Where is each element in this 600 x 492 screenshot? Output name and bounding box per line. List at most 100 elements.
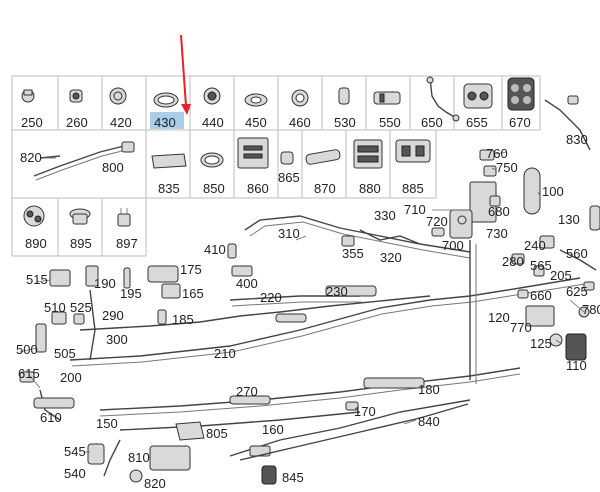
label-625[interactable]: 625 <box>566 284 588 299</box>
label-730[interactable]: 730 <box>486 226 508 241</box>
label-175[interactable]: 175 <box>180 262 202 277</box>
label-170[interactable]: 170 <box>354 404 376 419</box>
label-330[interactable]: 330 <box>374 208 396 223</box>
label-420[interactable]: 420 <box>110 115 132 130</box>
label-355[interactable]: 355 <box>342 246 364 261</box>
label-610[interactable]: 610 <box>40 410 62 425</box>
label-300[interactable]: 300 <box>106 332 128 347</box>
label-290[interactable]: 290 <box>102 308 124 323</box>
label-220[interactable]: 220 <box>260 290 282 305</box>
label-125[interactable]: 125 <box>530 336 552 351</box>
label-770[interactable]: 770 <box>510 320 532 335</box>
label-510[interactable]: 510 <box>44 300 66 315</box>
label-525[interactable]: 525 <box>70 300 92 315</box>
part-160-clip <box>249 445 271 457</box>
label-750[interactable]: 750 <box>496 160 518 175</box>
label-870[interactable]: 870 <box>314 181 336 196</box>
label-540[interactable]: 540 <box>64 466 86 481</box>
thumb-670 <box>507 77 535 111</box>
label-890[interactable]: 890 <box>25 236 47 251</box>
label-835[interactable]: 835 <box>158 181 180 196</box>
label-845[interactable]: 845 <box>282 470 304 485</box>
label-615[interactable]: 615 <box>18 366 40 381</box>
label-505[interactable]: 505 <box>54 346 76 361</box>
label-400[interactable]: 400 <box>236 276 258 291</box>
label-190[interactable]: 190 <box>94 276 116 291</box>
label-820-assembly[interactable]: 820 <box>144 476 166 491</box>
label-860[interactable]: 860 <box>247 181 269 196</box>
label-820-grid[interactable]: 820 <box>20 150 42 165</box>
label-270[interactable]: 270 <box>236 384 258 399</box>
label-280[interactable]: 280 <box>502 254 524 269</box>
label-440[interactable]: 440 <box>202 115 224 130</box>
label-800[interactable]: 800 <box>102 160 124 175</box>
label-880[interactable]: 880 <box>359 181 381 196</box>
part-270 <box>229 395 271 405</box>
part-410 <box>227 243 237 259</box>
thumb-655 <box>463 83 493 109</box>
label-560[interactable]: 560 <box>566 246 588 261</box>
label-680[interactable]: 680 <box>488 204 510 219</box>
label-780[interactable]: 780 <box>582 302 600 317</box>
label-160[interactable]: 160 <box>262 422 284 437</box>
label-110[interactable]: 110 <box>566 358 587 373</box>
label-530[interactable]: 530 <box>334 115 356 130</box>
label-430[interactable]: 430 <box>154 115 176 130</box>
part-680 <box>489 195 501 207</box>
label-885[interactable]: 885 <box>402 181 424 196</box>
label-185[interactable]: 185 <box>172 312 194 327</box>
label-670[interactable]: 670 <box>509 115 531 130</box>
label-200[interactable]: 200 <box>60 370 82 385</box>
label-565[interactable]: 565 <box>530 258 552 273</box>
label-710[interactable]: 710 <box>404 202 426 217</box>
label-830[interactable]: 830 <box>566 132 588 147</box>
label-320[interactable]: 320 <box>380 250 402 265</box>
thumb-885 <box>395 139 431 163</box>
label-500[interactable]: 500 <box>16 342 38 357</box>
label-130[interactable]: 130 <box>558 212 580 227</box>
label-515[interactable]: 515 <box>26 272 48 287</box>
part-185 <box>157 309 167 325</box>
label-205[interactable]: 205 <box>550 268 572 283</box>
part-400 <box>231 265 253 277</box>
label-210[interactable]: 210 <box>214 346 236 361</box>
thumb-865 <box>280 151 294 165</box>
label-100[interactable]: 100 <box>542 184 564 199</box>
label-260[interactable]: 260 <box>66 115 88 130</box>
thumb-550 <box>373 91 401 105</box>
label-655[interactable]: 655 <box>466 115 488 130</box>
label-250[interactable]: 250 <box>21 115 43 130</box>
label-410[interactable]: 410 <box>204 242 226 257</box>
label-195[interactable]: 195 <box>120 286 142 301</box>
thumb-650 <box>426 76 460 122</box>
label-120[interactable]: 120 <box>488 310 510 325</box>
label-150[interactable]: 150 <box>96 416 118 431</box>
label-240[interactable]: 240 <box>524 238 546 253</box>
label-700[interactable]: 700 <box>442 238 464 253</box>
label-310[interactable]: 310 <box>278 226 300 241</box>
part-810 <box>149 445 191 471</box>
thumb-870 <box>305 149 341 165</box>
label-760[interactable]: 760 <box>486 146 508 161</box>
label-897[interactable]: 897 <box>116 236 138 251</box>
label-720[interactable]: 720 <box>426 214 448 229</box>
label-660[interactable]: 660 <box>530 288 552 303</box>
label-865[interactable]: 865 <box>278 170 300 185</box>
label-450[interactable]: 450 <box>245 115 267 130</box>
label-460[interactable]: 460 <box>289 115 311 130</box>
label-230[interactable]: 230 <box>326 284 348 299</box>
label-650[interactable]: 650 <box>421 115 443 130</box>
part-720 <box>431 227 445 237</box>
label-180[interactable]: 180 <box>418 382 440 397</box>
label-545[interactable]: 545 <box>64 444 86 459</box>
label-895[interactable]: 895 <box>70 236 92 251</box>
label-810[interactable]: 810 <box>128 450 150 465</box>
part-845 <box>261 465 277 485</box>
label-165[interactable]: 165 <box>182 286 204 301</box>
label-550[interactable]: 550 <box>379 115 401 130</box>
part-510 <box>51 311 67 325</box>
thumb-420 <box>109 87 127 105</box>
label-850[interactable]: 850 <box>203 181 225 196</box>
label-840[interactable]: 840 <box>418 414 440 429</box>
label-805[interactable]: 805 <box>206 426 228 441</box>
